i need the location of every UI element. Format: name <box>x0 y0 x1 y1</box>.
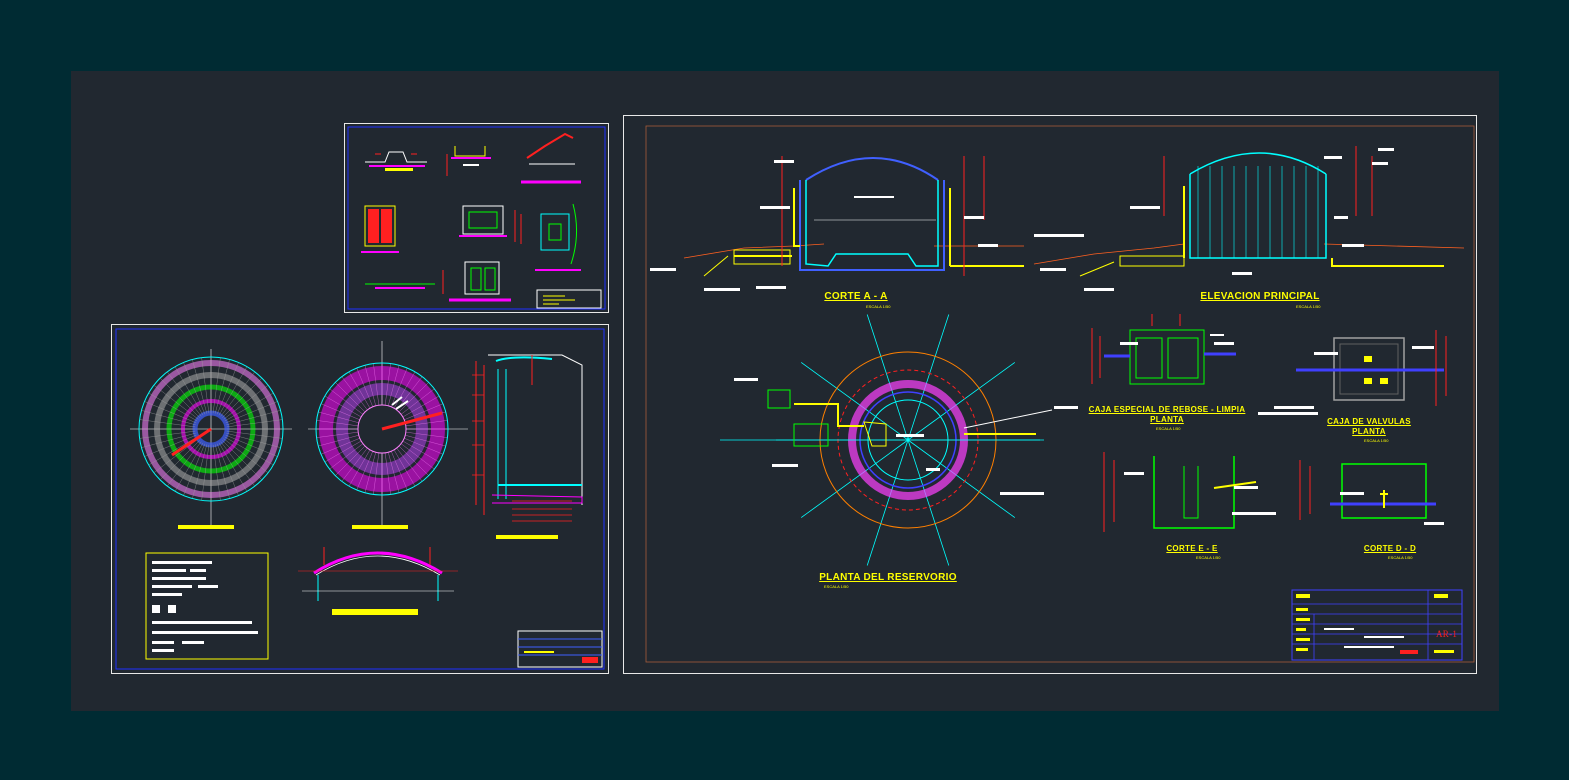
label-caja-valvulas-planta: PLANTA <box>1352 427 1386 436</box>
dome-plans-drawing <box>115 328 605 670</box>
scale-planta-reservorio: ESCALA 1/50 <box>824 584 849 589</box>
label-caja-valvulas: CAJA DE VALVULAS <box>1327 417 1411 426</box>
overflow-box-plan <box>1091 314 1236 385</box>
scale-corte-e-e: ESCALA 1/50 <box>1196 555 1221 560</box>
label-corte-d-d: CORTE D - D <box>1363 544 1417 553</box>
section-a-a <box>650 156 1084 291</box>
valve-box-plan <box>1258 330 1447 415</box>
dome-elevation <box>298 547 458 615</box>
label-corte-a-a: CORTE A - A <box>824 291 888 302</box>
label-caja-rebose: CAJA ESPECIAL DE REBOSE - LIMPIA <box>1088 405 1246 414</box>
dome-plan-right <box>308 341 468 525</box>
sheet-number: AR-1 <box>1436 629 1458 639</box>
dome-plans-sheet[interactable] <box>111 324 609 674</box>
scale-caja-rebose: ESCALA 1/50 <box>1156 426 1181 431</box>
scale-elevacion: ESCALA 1/50 <box>1296 304 1321 309</box>
label-corte-e-e: CORTE E - E <box>1166 544 1218 553</box>
details-drawing <box>347 126 606 310</box>
scale-corte-a-a: ESCALA 1/50 <box>866 304 891 309</box>
wall-section <box>472 354 583 539</box>
dome-plan-left <box>130 349 292 525</box>
scale-caja-valvulas: ESCALA 1/50 <box>1364 438 1389 443</box>
title-block <box>1291 589 1463 661</box>
cad-model-space[interactable]: CORTE A - A ESCALA 1/50 ELEVACION PRINCI… <box>71 71 1499 711</box>
label-elevacion: ELEVACION PRINCIPAL <box>1200 291 1320 302</box>
label-caja-rebose-planta: PLANTA <box>1150 415 1184 424</box>
label-planta-reservorio: PLANTA DEL RESERVORIO <box>819 572 957 583</box>
scale-corte-d-d: ESCALA 1/50 <box>1388 555 1413 560</box>
reservoir-plan <box>720 314 1078 566</box>
main-drawing <box>645 125 1475 663</box>
main-elevation <box>1033 146 1465 291</box>
section-d-d <box>1299 460 1444 525</box>
detail-sheet-small[interactable] <box>344 123 609 313</box>
section-e-e <box>1103 452 1276 532</box>
main-reservoir-sheet[interactable]: CORTE A - A ESCALA 1/50 ELEVACION PRINCI… <box>623 115 1477 674</box>
